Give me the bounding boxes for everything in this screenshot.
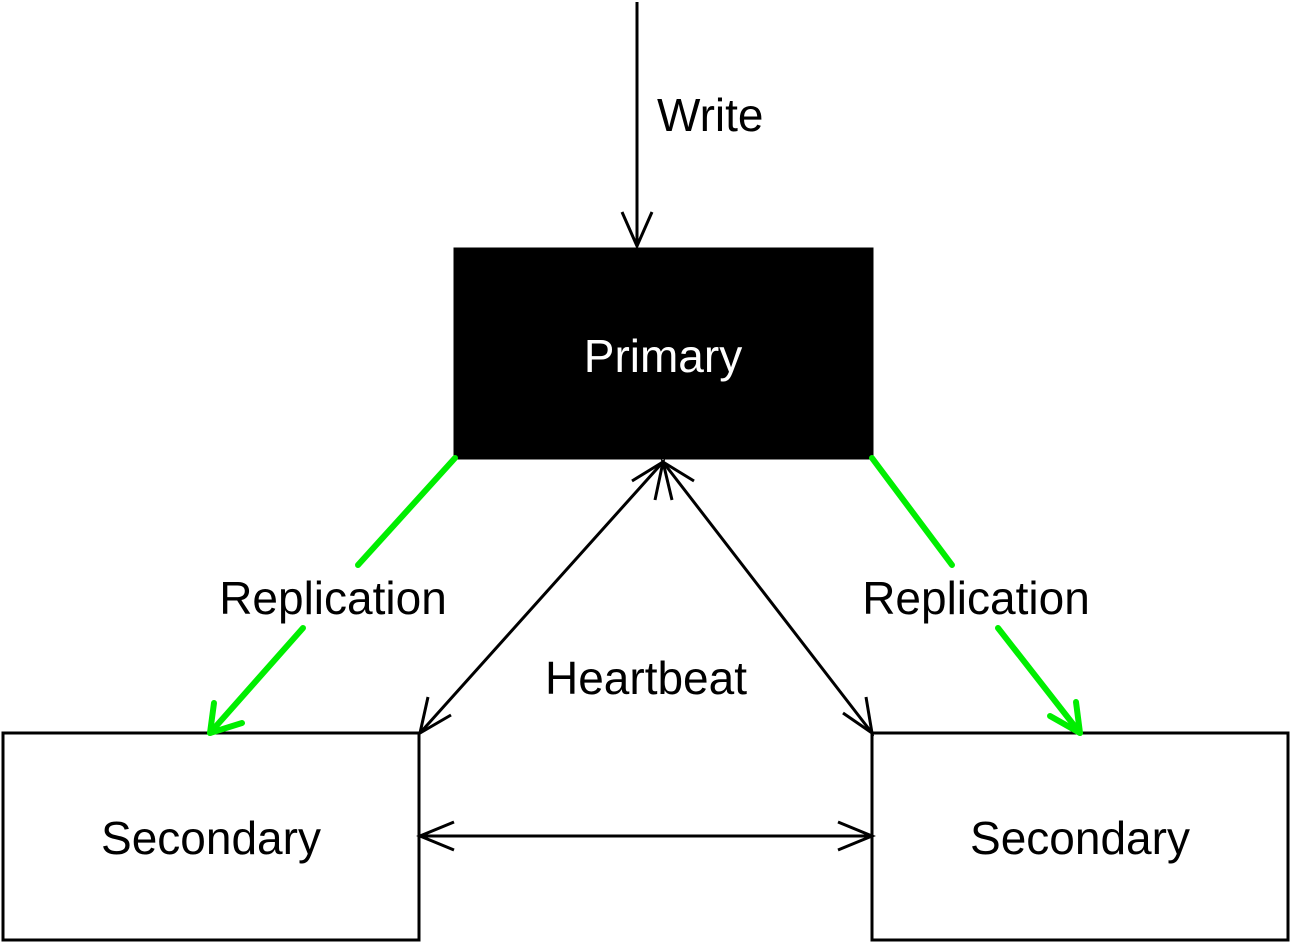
- replication-left-arrow: [207, 455, 458, 736]
- write-label: Write: [657, 89, 764, 141]
- secondary-left-node: Secondary: [1, 731, 421, 942]
- heartbeat-secondary-arrow: [416, 820, 876, 852]
- secondary-right-node: Secondary: [870, 731, 1290, 942]
- replication-right-label: Replication: [862, 572, 1090, 624]
- heartbeat-primary-right-arrow: [660, 458, 875, 737]
- write-arrow: [620, 2, 654, 250]
- replication-right-arrow: [869, 455, 1083, 736]
- secondary-right-label: Secondary: [970, 812, 1190, 864]
- primary-node: Primary: [453, 247, 874, 460]
- secondary-left-label: Secondary: [101, 812, 321, 864]
- replication-left-label: Replication: [219, 572, 447, 624]
- heartbeat-label: Heartbeat: [545, 652, 747, 704]
- primary-label: Primary: [584, 330, 742, 382]
